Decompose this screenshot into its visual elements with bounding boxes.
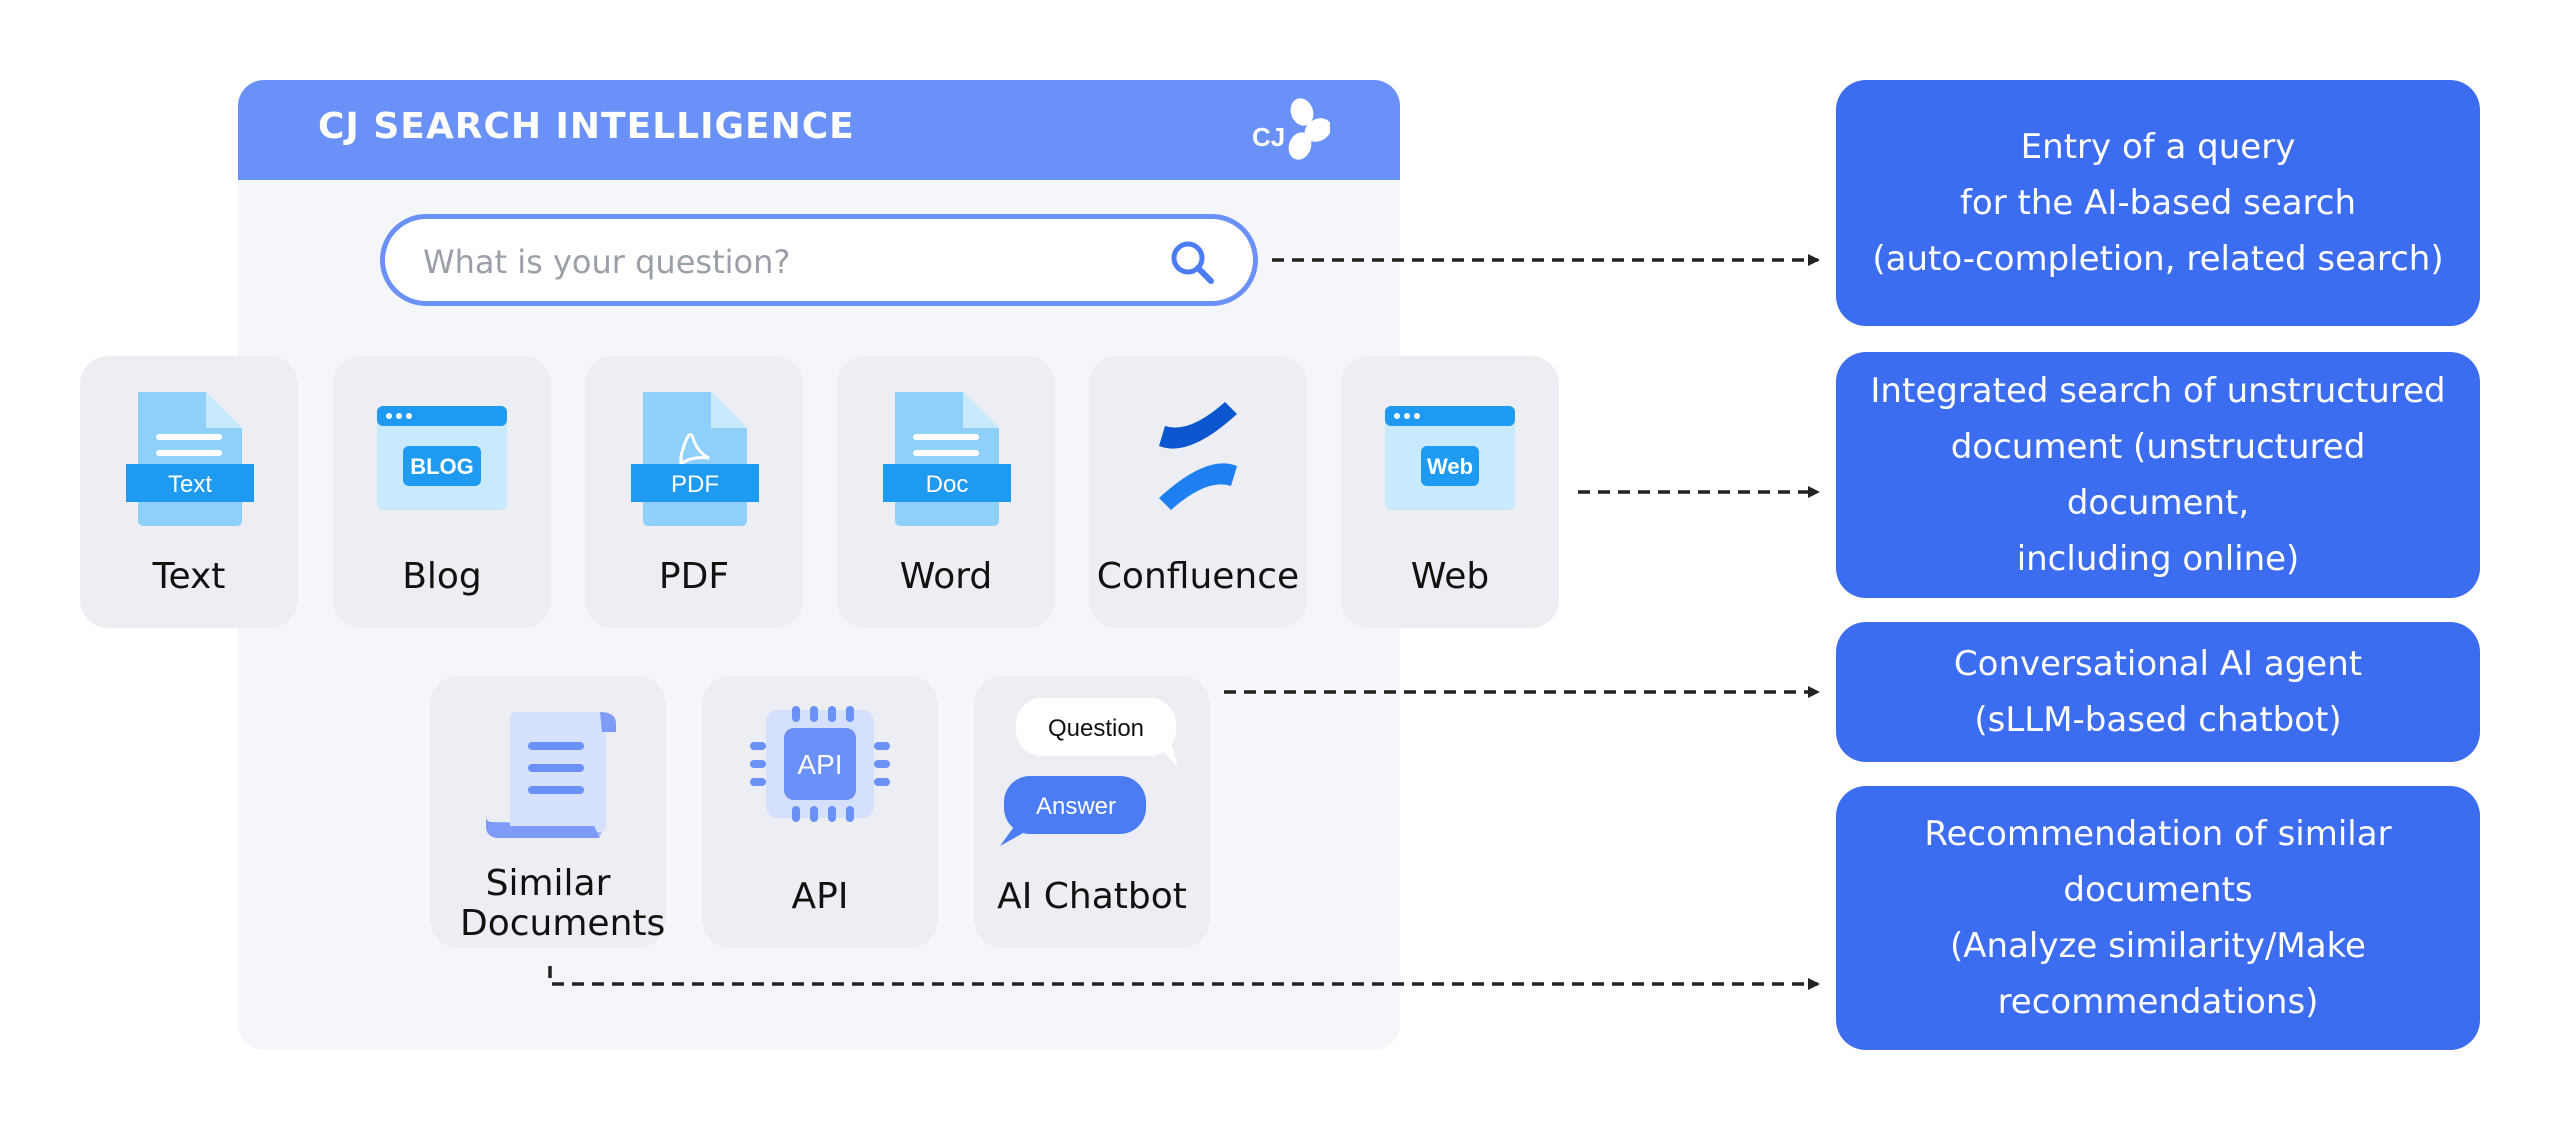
feature-card-api[interactable]: API API: [702, 676, 938, 948]
doc-file-icon: Doc: [837, 356, 1055, 556]
description-box-chatbot: Conversational AI agent (sLLM-based chat…: [1836, 622, 2480, 762]
cj-logo-icon: CJ: [1250, 96, 1332, 170]
description-line: Entry of a query: [2020, 127, 2296, 167]
source-card-pdf[interactable]: PDF PDF: [585, 356, 803, 628]
brand-title: CJ SEARCH INTELLIGENCE: [318, 106, 855, 147]
blog-icon-label: BLOG: [410, 454, 474, 479]
description-box-integrated-search: Integrated search of unstructured docume…: [1836, 352, 2480, 598]
source-label-pdf: PDF: [658, 556, 730, 597]
text-file-icon: Text: [80, 356, 298, 556]
feature-label-similar-documents: Similar Documents: [460, 863, 666, 944]
answer-bubble-text: Answer: [1036, 793, 1116, 820]
description-box-query: Entry of a query for the AI-based search…: [1836, 80, 2480, 326]
source-card-text[interactable]: Text Text: [80, 356, 298, 628]
description-line: (Analyze similarity/Make: [1950, 926, 2366, 966]
description-line: documents: [2063, 870, 2253, 910]
source-label-word: Word: [899, 556, 993, 597]
text-icon-label: Text: [168, 471, 212, 498]
question-bubble-text: Question: [1048, 715, 1144, 742]
source-label-blog: Blog: [402, 556, 482, 597]
description-line: including online): [2016, 539, 2300, 579]
description-line: (auto-completion, related search): [1872, 239, 2444, 279]
description-line: for the AI-based search: [1959, 183, 2357, 223]
web-icon-label: Web: [1427, 454, 1473, 479]
source-label-web: Web: [1410, 556, 1490, 597]
source-label-text: Text: [152, 556, 226, 597]
source-card-word[interactable]: Doc Word: [837, 356, 1055, 628]
description-line: (sLLM-based chatbot): [1974, 700, 2342, 740]
feature-label-ai-chatbot: AI Chatbot: [997, 876, 1187, 917]
description-line: Recommendation of similar: [1924, 814, 2392, 854]
connector-similar-documents: [548, 966, 1820, 990]
search-placeholder: What is your question?: [423, 243, 791, 281]
scroll-document-icon: [430, 676, 666, 876]
search-input[interactable]: What is your question?: [380, 214, 1258, 306]
logo-text: CJ: [1252, 122, 1285, 152]
feature-label-api: API: [791, 876, 849, 917]
confluence-icon: [1089, 356, 1307, 556]
feature-card-similar-documents[interactable]: Similar Documents: [430, 676, 666, 948]
source-card-blog[interactable]: BLOG Blog: [333, 356, 551, 628]
description-line: recommendations): [1997, 982, 2319, 1022]
source-label-confluence: Confluence: [1096, 556, 1300, 597]
web-window-icon: Web: [1341, 356, 1559, 556]
chat-bubbles-icon: Question Answer: [974, 676, 1210, 876]
doc-icon-label: Doc: [926, 471, 969, 498]
search-icon[interactable]: [1167, 237, 1219, 293]
source-card-confluence[interactable]: Confluence: [1089, 356, 1307, 628]
description-line: Integrated search of unstructured: [1870, 371, 2446, 411]
blog-window-icon: BLOG: [333, 356, 551, 556]
panel-header: CJ SEARCH INTELLIGENCE CJ: [238, 80, 1400, 180]
source-card-web[interactable]: Web Web: [1341, 356, 1559, 628]
api-chip-icon: API: [702, 676, 938, 876]
feature-card-ai-chatbot[interactable]: Question Answer AI Chatbot: [974, 676, 1210, 948]
description-line: Conversational AI agent: [1953, 644, 2363, 684]
pdf-icon-label: PDF: [671, 471, 719, 498]
api-icon-label: API: [797, 749, 842, 780]
pdf-file-icon: PDF: [585, 356, 803, 556]
description-box-recommendation: Recommendation of similar documents (Ana…: [1836, 786, 2480, 1050]
description-line: document (unstructured document,: [1950, 427, 2366, 523]
